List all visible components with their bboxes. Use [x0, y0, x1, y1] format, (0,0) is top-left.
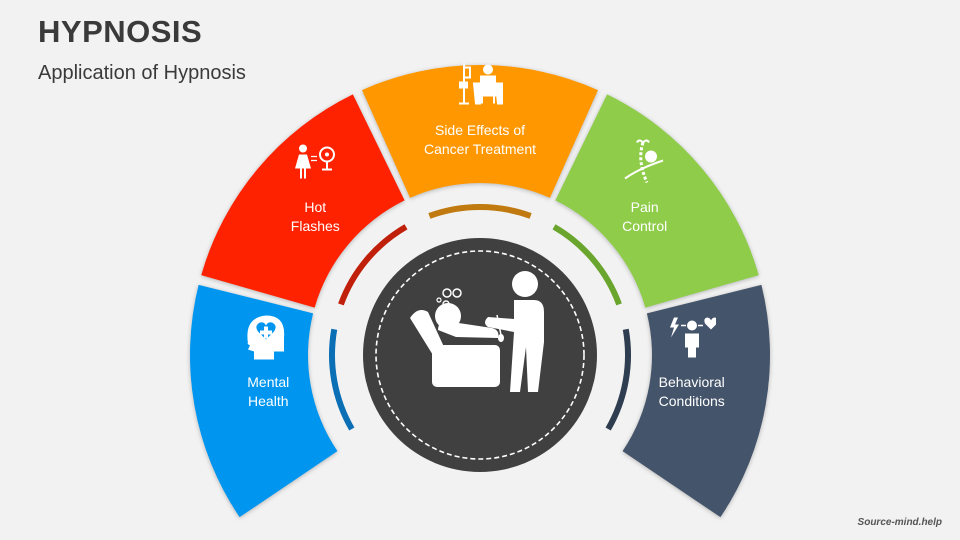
- page-subtitle: Application of Hypnosis: [38, 62, 246, 84]
- source-credit: Source-mind.help: [857, 517, 942, 528]
- segment-label: Side Effects of Cancer Treatment: [405, 121, 555, 159]
- label-line-1: Side Effects of: [434, 122, 525, 138]
- label-line-2: Conditions: [658, 393, 725, 410]
- label-line-2: Health: [248, 393, 289, 410]
- label-line-2: Control: [622, 217, 668, 234]
- inner-arc: [329, 328, 355, 431]
- spine-pain-icon: [621, 138, 669, 191]
- label-line-2: Flashes: [290, 217, 340, 234]
- inner-arc: [605, 328, 631, 431]
- label-line-1: Mental: [247, 374, 290, 391]
- segment-pain: [555, 94, 759, 308]
- inner-arc: [552, 224, 622, 306]
- mental-health-head-icon: [244, 314, 292, 367]
- label-line-1: Hot: [304, 198, 327, 215]
- inner-arc: [428, 204, 532, 219]
- label-line-2: Cancer Treatment: [423, 141, 537, 157]
- center-dashed-ring: [375, 250, 585, 460]
- hot-flashes-fan-icon: [291, 138, 339, 191]
- segment-behavioral: [622, 284, 771, 518]
- behavior-person-icon: [668, 314, 718, 367]
- page-title: HYPNOSIS: [38, 14, 203, 49]
- segment-mental: [189, 284, 338, 518]
- inner-arc: [338, 224, 408, 306]
- segment-hot: [201, 94, 405, 308]
- iv-chair-patient-icon: [456, 62, 504, 115]
- label-line-1: Behavioral: [658, 374, 725, 391]
- hypnotist-recliner-icon: [410, 271, 544, 392]
- label-line-1: Pain: [630, 198, 659, 215]
- segment-side-effects-of: [362, 65, 598, 198]
